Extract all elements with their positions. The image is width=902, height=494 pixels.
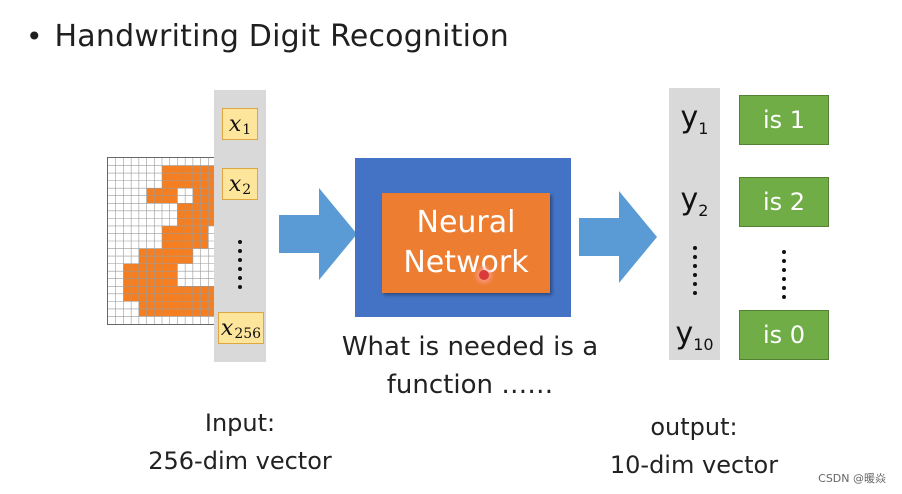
title-bullet: • <box>26 19 43 53</box>
network-label-line1: Neural <box>416 205 516 240</box>
class-box-is-0: is 0 <box>739 310 829 360</box>
pointer-dot <box>479 270 489 280</box>
network-caption-line2: function …… <box>386 370 554 400</box>
output-var-y1: y1 <box>680 100 709 138</box>
network-label-line2: Network <box>403 245 529 280</box>
output-ellipsis <box>692 246 698 295</box>
digit-pixel-cells <box>123 165 216 317</box>
output-var-y2: y2 <box>680 182 709 220</box>
output-label-line2: 10-dim vector <box>609 451 779 479</box>
class-box-is-2: is 2 <box>739 177 829 227</box>
input-ellipsis <box>237 240 243 289</box>
input-label-line1: Input: <box>204 409 276 437</box>
output-label: output: 10-dim vector <box>574 408 814 484</box>
output-vector-column: y1 y2 y10 <box>669 88 720 360</box>
network-to-output-arrow <box>579 191 657 283</box>
input-label-line2: 256-dim vector <box>148 447 332 475</box>
class-box-is-1: is 1 <box>739 95 829 145</box>
handwritten-digit-grid <box>107 157 217 325</box>
input-label: Input: 256-dim vector <box>120 404 360 480</box>
grid-lines <box>108 158 216 324</box>
class-ellipsis <box>781 250 787 299</box>
slide-title: Handwriting Digit Recognition <box>54 18 509 54</box>
watermark: CSDN @暖焱 <box>818 472 886 485</box>
neural-network-box: Neural Network <box>382 193 550 293</box>
output-label-line1: output: <box>650 413 738 441</box>
slide-title-row: • Handwriting Digit Recognition <box>26 16 509 56</box>
network-caption: What is needed is a function …… <box>330 328 610 404</box>
input-to-network-arrow <box>279 188 357 280</box>
network-caption-line1: What is needed is a <box>341 332 599 362</box>
output-var-y10: y10 <box>675 316 714 354</box>
